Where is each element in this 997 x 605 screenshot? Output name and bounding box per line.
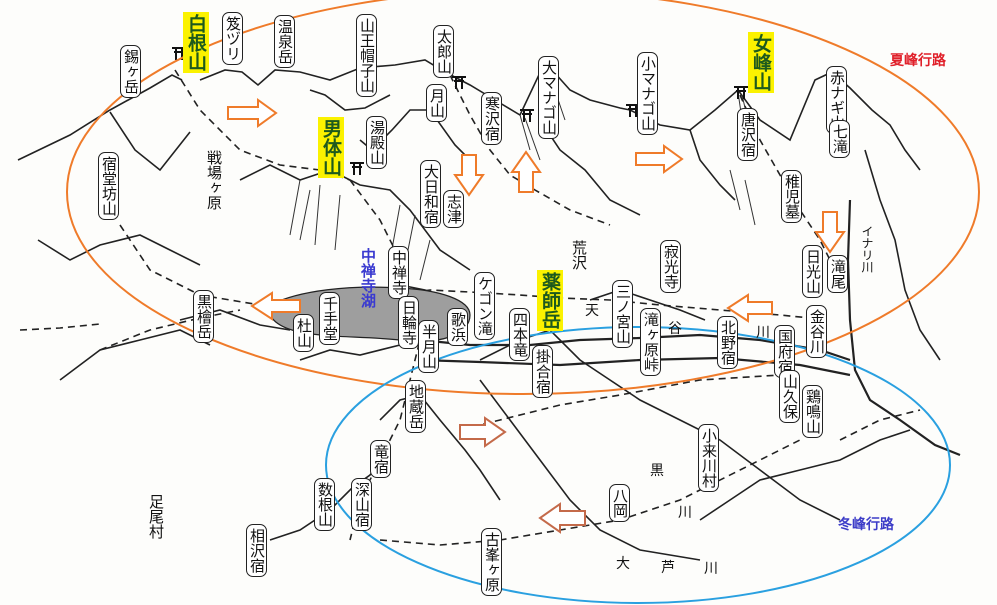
- winter-route-label: 冬峰行路: [838, 517, 894, 533]
- place-sanmai: 山久保: [779, 370, 800, 423]
- place-oowada: 大日和宿: [420, 160, 441, 228]
- place-kuni: 国府宿: [774, 325, 795, 378]
- place-arasawa: 荒沢: [570, 240, 588, 270]
- place-shukudobo: 宿堂坊山: [98, 152, 119, 220]
- place-kawa3: 川: [704, 561, 718, 577]
- place-jakkoji: 寂光寺: [660, 240, 681, 293]
- place-hakkoku: 八岡: [609, 484, 630, 522]
- place-shichitaki: 七滝: [829, 120, 850, 158]
- winter-arrows: [459, 416, 586, 534]
- winter-route-ellipse: [325, 326, 951, 604]
- place-ashio: 足尾村: [147, 494, 165, 539]
- place-fukayama: 深山宿: [351, 478, 372, 531]
- arrow-up-1: [510, 150, 542, 193]
- place-sannomiya: 三ノ宮山: [612, 280, 633, 348]
- place-komanago: 小マナゴ山: [637, 52, 658, 135]
- place-kanaya: 金谷川: [806, 305, 827, 358]
- arrow-right-3: [459, 416, 507, 448]
- place-utagahama: 歌浜: [447, 308, 468, 346]
- place-shayama: 杜山: [293, 314, 314, 352]
- place-senjogahara: 戦場ヶ原: [205, 150, 223, 210]
- place-karasawa: 唐沢宿: [737, 108, 758, 161]
- place-hangatsu: 半月山: [418, 320, 439, 373]
- place-oo: 大: [616, 556, 630, 572]
- place-yudonosan: 湯殿山: [366, 116, 387, 169]
- place-shiyoka: 四本竜: [509, 308, 530, 361]
- place-ashi: 芦: [661, 560, 675, 576]
- place-nikkosan: 日光山: [802, 245, 823, 298]
- place-sannokashirayama: 山王帽子山: [356, 14, 377, 97]
- arrow-down-1: [453, 154, 485, 197]
- place-jizodake: 地蔵岳: [405, 380, 426, 433]
- arrow-left-2: [726, 293, 773, 323]
- place-aizawa: 相沢宿: [246, 524, 267, 577]
- rivers: [419, 199, 961, 457]
- arrow-right-2: [635, 144, 684, 174]
- place-kawa1: 川: [756, 325, 770, 341]
- place-takio: 滝尾: [827, 255, 848, 293]
- place-kakeai: 掛合宿: [532, 345, 553, 398]
- peak-shirane: 白根山: [183, 12, 209, 73]
- arrow-down-2: [814, 211, 846, 254]
- place-kitano: 北野宿: [717, 316, 738, 369]
- place-senjudo: 千手堂: [319, 292, 340, 345]
- place-kuronokura: 黒檜岳: [193, 290, 214, 343]
- place-kominato: 小来川村: [698, 424, 719, 492]
- torii-icons: [172, 47, 748, 175]
- place-ya: 谷: [668, 321, 682, 337]
- summer-route-label: 夏峰行路: [890, 53, 946, 69]
- summer-route-ellipse: [66, 0, 980, 395]
- place-shitsu: 志津: [443, 190, 464, 228]
- place-inari: イナリ川: [860, 225, 874, 273]
- place-chuzenji: 中禅寺: [388, 246, 409, 299]
- place-tsukiyama: 月山: [426, 84, 447, 122]
- place-akanagi: 赤ナギ山: [826, 66, 847, 134]
- arrow-right-1: [227, 98, 278, 128]
- place-keimeizan: 鶏鳴山: [802, 385, 823, 438]
- place-kansawa: 寒沢宿: [481, 92, 502, 145]
- place-kazuneyama: 数根山: [314, 478, 335, 531]
- arrow-left-3: [538, 502, 586, 534]
- place-taroyama: 太郎山: [433, 25, 454, 78]
- place-kominegahara: 古峯ヶ原: [481, 528, 502, 596]
- peak-nantai: 男体山: [318, 117, 344, 178]
- place-ten: 天: [585, 303, 599, 319]
- place-sasatsuri: 笈ヅリ: [222, 12, 243, 65]
- peak-nyoho: 女峰山: [748, 32, 774, 93]
- lake-label: 中禅寺湖: [359, 248, 377, 308]
- place-chigomitaki: 稚児墓: [781, 170, 802, 223]
- direction-arrows: [227, 98, 846, 323]
- arrow-left-1: [250, 291, 301, 321]
- place-daimanago: 大マナゴ山: [538, 56, 559, 139]
- place-nichirinji: 日輪寺: [398, 296, 419, 349]
- place-kawa2: 川: [678, 505, 692, 521]
- place-kuro: 黒: [650, 463, 664, 479]
- place-kegon: ケゴン滝: [474, 272, 495, 340]
- place-tatsunosuku: 竜宿: [370, 440, 391, 478]
- place-suzugatake: 錫ヶ岳: [120, 45, 141, 98]
- place-onsengatake: 温泉岳: [274, 15, 295, 68]
- peak-yakushi: 薬師岳: [537, 270, 563, 331]
- place-takigahara: 滝ヶ原峠: [640, 308, 661, 376]
